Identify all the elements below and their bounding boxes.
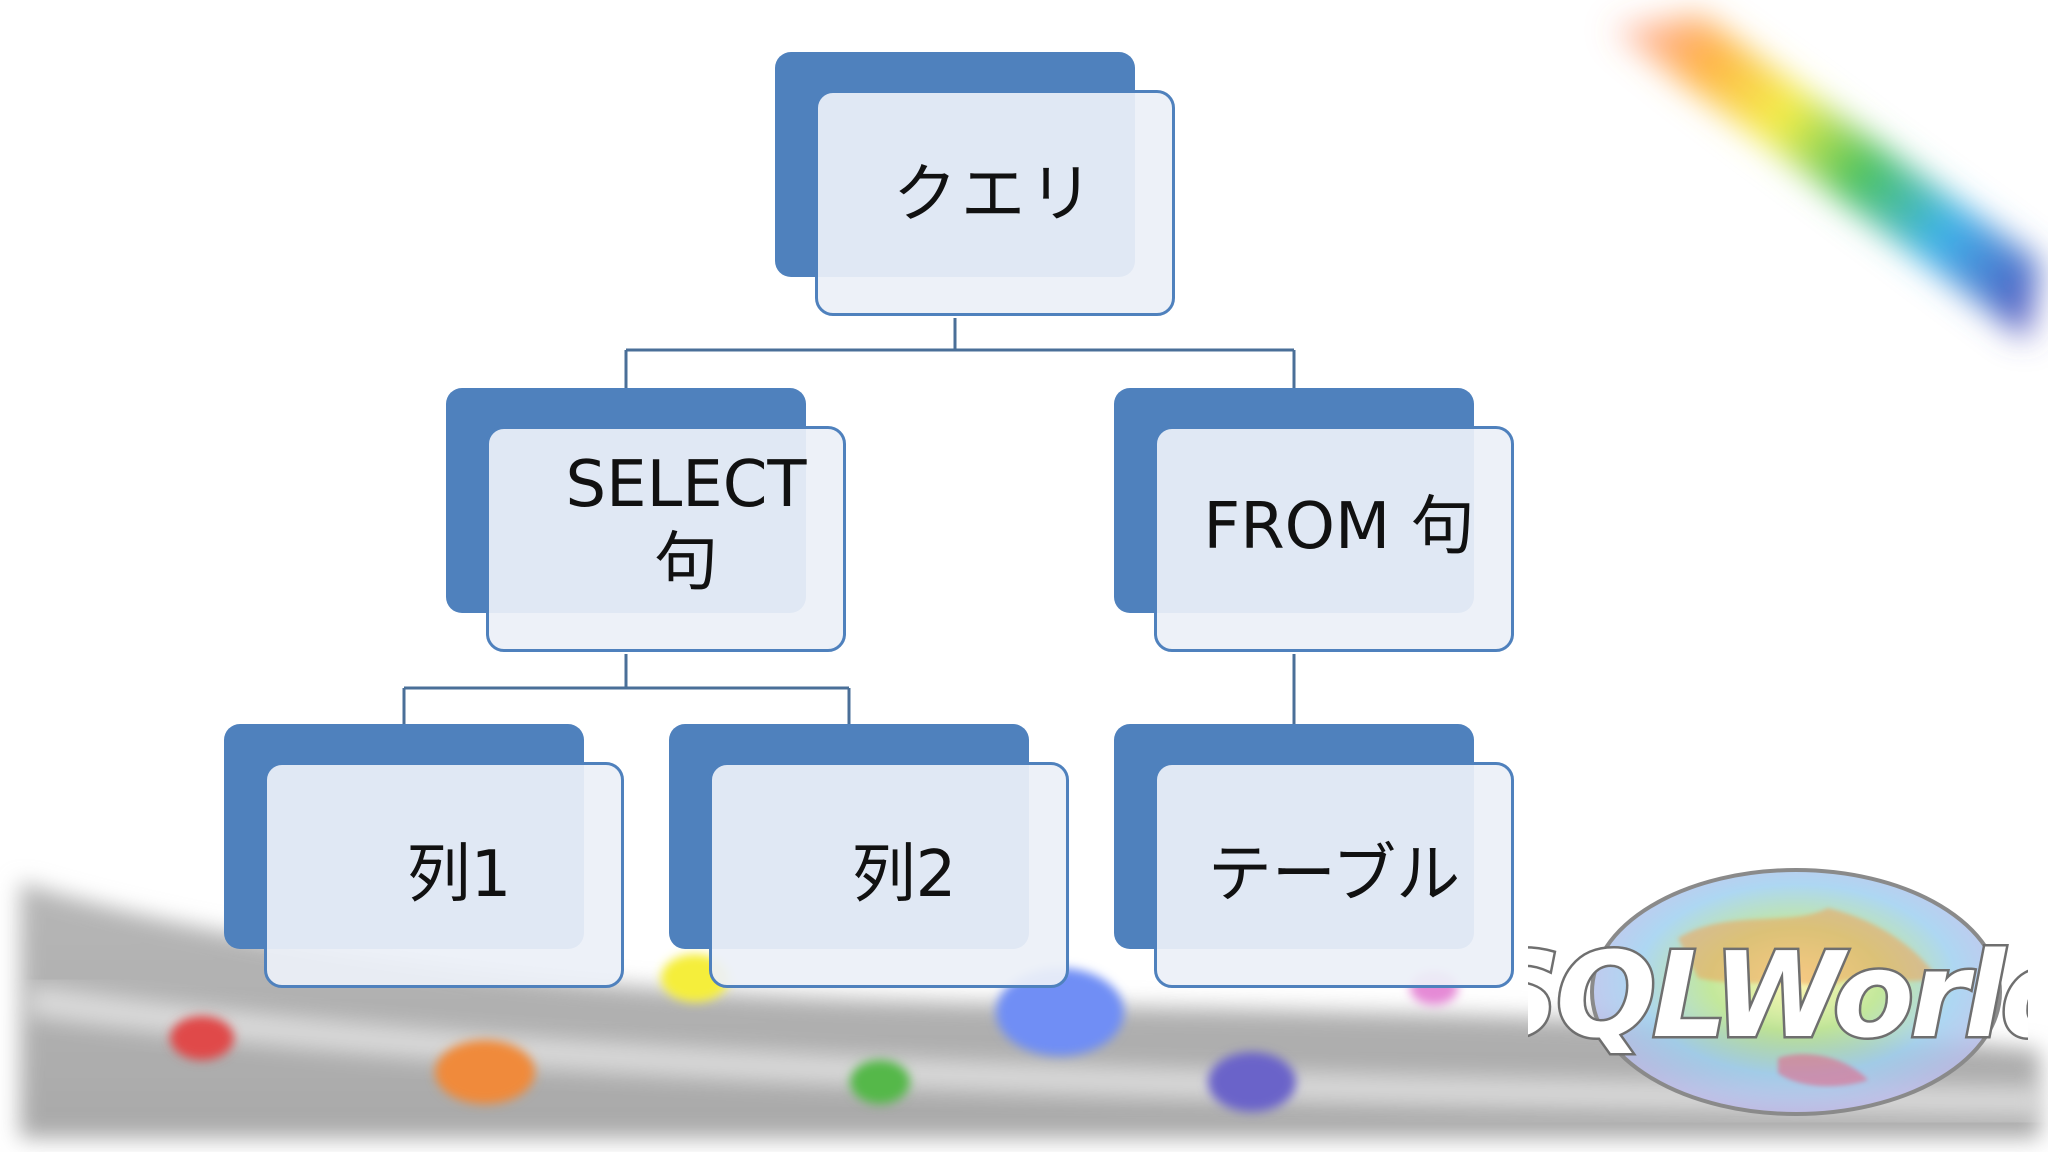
node-select-box: SELECT 句 <box>486 426 846 652</box>
node-table-label: テーブル <box>1207 838 1461 912</box>
node-column-2-box: 列2 <box>709 762 1069 988</box>
node-column-2-label: 列2 <box>851 838 957 912</box>
node-column-1-label: 列1 <box>406 838 512 912</box>
dot-purple <box>1208 1052 1296 1112</box>
node-query-box: クエリ <box>815 90 1175 316</box>
node-from-box: FROM 句 <box>1154 426 1514 652</box>
node-select-label: SELECT 句 <box>565 448 807 600</box>
logo-text: SQLWorld <box>1528 926 2028 1064</box>
node-from-label: FROM 句 <box>1203 490 1475 564</box>
rainbow-streak <box>1610 14 2040 340</box>
node-query-label: クエリ <box>893 158 1097 232</box>
dot-green <box>850 1060 910 1104</box>
dot-red <box>170 1016 234 1060</box>
dot-orange <box>435 1040 535 1104</box>
dot-blue <box>996 968 1124 1056</box>
node-table-box: テーブル <box>1154 762 1514 988</box>
sqlworld-logo: SQLWorld <box>1528 868 2028 1116</box>
node-column-1-box: 列1 <box>264 762 624 988</box>
